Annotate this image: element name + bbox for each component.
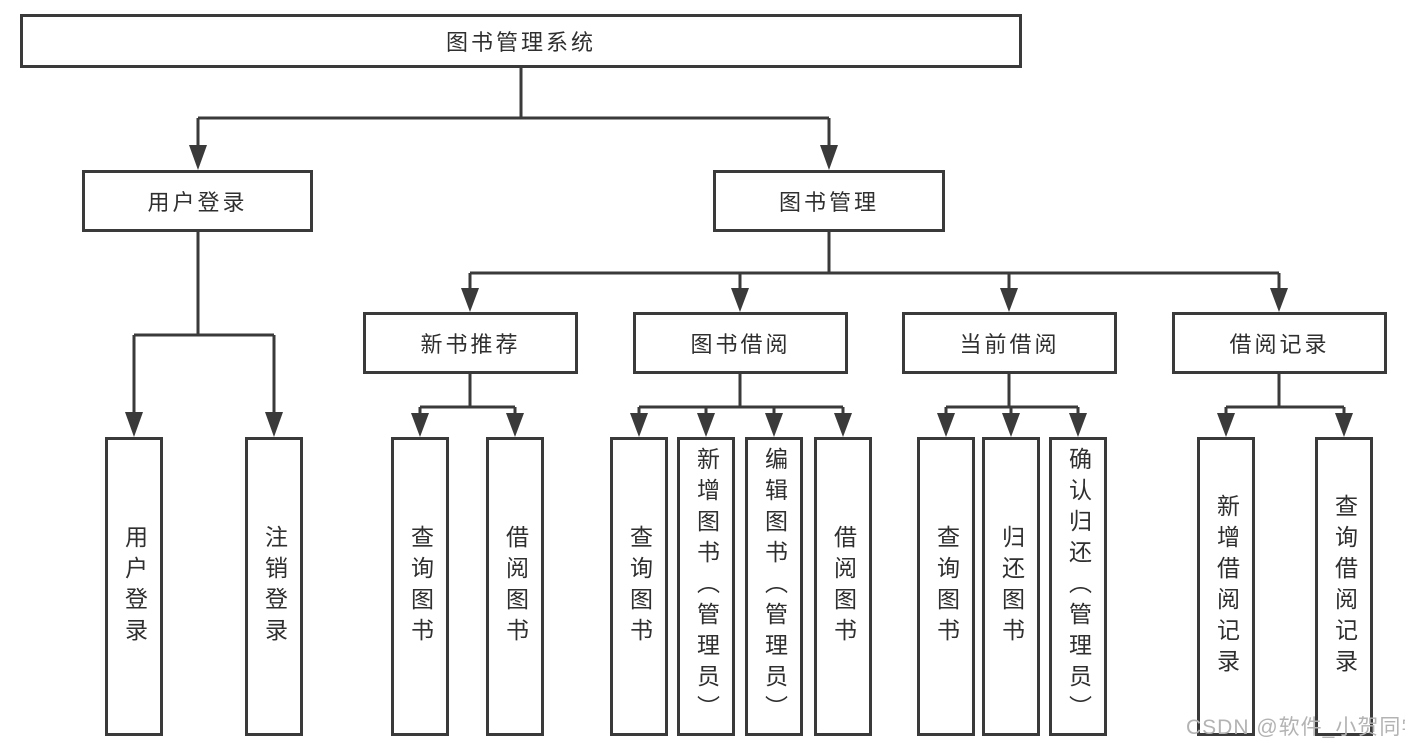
connector-user-login-to-leaves [132, 232, 276, 416]
node-label: 图书管理 [778, 190, 879, 215]
node-book-borrowing: 图书借阅 [633, 312, 848, 374]
connector-root-to-level2 [196, 68, 831, 150]
leaf-label: 编辑图书（管理员） [761, 447, 788, 726]
leaf-borrow-books: 借阅图书 [486, 437, 544, 736]
node-label: 图书管理系统 [445, 30, 596, 55]
node-root-library-system: 图书管理系统 [20, 14, 1022, 68]
arrowheads [125, 145, 1353, 437]
leaf-label: 新增借阅记录 [1213, 493, 1240, 680]
node-user-login: 用户登录 [82, 170, 313, 232]
leaf-logout: 注销登录 [245, 437, 303, 736]
leaf-return-books: 归还图书 [982, 437, 1040, 736]
connector-current-borrow-to-leaves [944, 374, 1080, 418]
leaf-query-books: 查询图书 [610, 437, 668, 736]
leaf-label: 借阅图书 [830, 524, 857, 649]
node-borrow-records: 借阅记录 [1172, 312, 1387, 374]
node-label: 当前借阅 [959, 332, 1060, 357]
node-label: 图书借阅 [690, 332, 791, 357]
leaf-label: 归还图书 [998, 524, 1025, 649]
leaf-query-books: 查询图书 [391, 437, 449, 736]
csdn-watermark: CSDN @软件_小贺同学 [1186, 716, 1405, 739]
leaf-label: 注销登录 [261, 524, 288, 649]
connector-book-mgmt-to-level3 [468, 232, 1281, 291]
leaf-label: 查询图书 [407, 524, 434, 649]
leaf-label: 查询图书 [626, 524, 653, 649]
node-current-borrowing: 当前借阅 [902, 312, 1117, 374]
leaf-edit-books-admin: 编辑图书（管理员） [745, 437, 803, 736]
connector-borrow-records-to-leaves [1224, 374, 1346, 418]
leaf-label: 查询图书 [933, 524, 960, 649]
connector-new-book-to-leaves [418, 374, 517, 418]
leaf-label: 借阅图书 [502, 524, 529, 649]
leaf-add-books-admin: 新增图书（管理员） [677, 437, 735, 736]
leaf-label: 确认归还（管理员） [1065, 447, 1092, 726]
node-book-management: 图书管理 [713, 170, 945, 232]
node-label: 用户登录 [147, 190, 248, 215]
leaf-add-borrow-record: 新增借阅记录 [1197, 437, 1255, 736]
node-new-book-recommend: 新书推荐 [363, 312, 578, 374]
leaf-label: 用户登录 [121, 524, 148, 649]
leaf-query-borrow-record: 查询借阅记录 [1315, 437, 1373, 736]
node-label: 新书推荐 [420, 332, 521, 357]
node-label: 借阅记录 [1229, 332, 1330, 357]
leaf-query-books: 查询图书 [917, 437, 975, 736]
leaf-confirm-return-admin: 确认归还（管理员） [1049, 437, 1107, 736]
leaf-borrow-books: 借阅图书 [814, 437, 872, 736]
connector-book-borrow-to-leaves [637, 374, 845, 418]
leaf-label: 新增图书（管理员） [693, 447, 720, 726]
leaf-user-login: 用户登录 [105, 437, 163, 736]
leaf-label: 查询借阅记录 [1331, 493, 1358, 680]
